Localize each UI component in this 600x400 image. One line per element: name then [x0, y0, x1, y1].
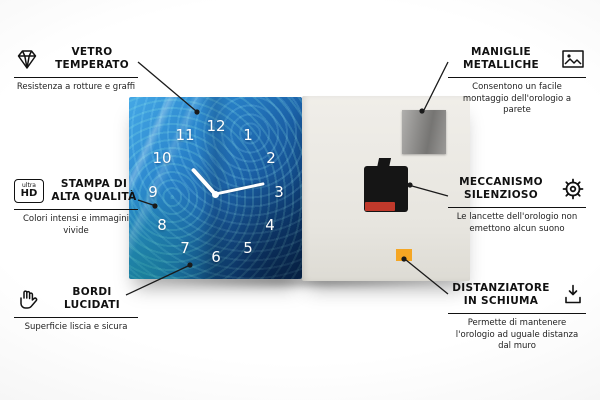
- callout-subtitle: Resistenza a rotture e graffi: [16, 82, 136, 93]
- callout-title: MECCANISMO SILENZIOSO: [459, 176, 543, 202]
- callout-silent-mechanism: MECCANISMO SILENZIOSO Le lancette dell'o…: [448, 176, 586, 235]
- divider: [448, 77, 586, 79]
- minute-hand: [214, 182, 265, 196]
- clock-number: 2: [266, 149, 276, 167]
- metal-hanger-plate: [402, 110, 446, 154]
- callout-title: DISTANZIATORE IN SCHIUMA: [452, 282, 550, 308]
- callout-metal-handles: MANIGLIE METALLICHE Consentono un facile…: [448, 46, 586, 117]
- callout-subtitle: Superficie liscia e sicura: [24, 322, 128, 333]
- foam-spacer-block: [396, 249, 412, 261]
- callout-title: MANIGLIE METALLICHE: [462, 46, 540, 72]
- clock-number: 8: [157, 216, 167, 234]
- ultra-hd-icon: ultra HD: [14, 179, 44, 204]
- divider: [14, 317, 138, 319]
- divider: [448, 313, 586, 315]
- clock-back-panel: [302, 96, 470, 281]
- callout-tempered-glass: VETRO TEMPERATO Resistenza a rotture e g…: [14, 46, 138, 94]
- clock-number: 11: [175, 126, 195, 144]
- clock-front-panel: 12 1 2 3 4 5 6 7 8 9 10 11: [129, 97, 302, 279]
- callout-subtitle: Consentono un facile montaggio dell'orol…: [462, 82, 572, 116]
- callout-hd-print: ultra HD STAMPA DI ALTA QUALITÀ Colori i…: [14, 178, 138, 237]
- clock-center-cap: [211, 190, 219, 198]
- hand-icon: [14, 286, 40, 312]
- clock-number: 6: [211, 248, 221, 266]
- clock-number: 7: [180, 239, 190, 257]
- clock-mechanism: [364, 166, 408, 212]
- callout-polished-edges: BORDI LUCIDATI Superficie liscia e sicur…: [14, 286, 138, 334]
- clock-number: 4: [265, 216, 275, 234]
- callout-title: BORDI LUCIDATI: [64, 286, 120, 312]
- diamond-icon: [14, 46, 40, 72]
- battery: [365, 202, 395, 211]
- ultra-hd-icon-top-label: ultra: [22, 182, 36, 190]
- clock-number: 12: [206, 117, 226, 135]
- callout-title: VETRO TEMPERATO: [55, 46, 129, 72]
- callout-subtitle: Le lancette dell'orologio non emettono a…: [456, 212, 578, 234]
- picture-frame-icon: [560, 47, 586, 71]
- callout-subtitle: Colori intensi e immagini vivide: [22, 214, 129, 236]
- divider: [14, 209, 138, 211]
- clock-number: 5: [243, 239, 253, 257]
- clock-number: 9: [148, 183, 158, 201]
- callout-subtitle: Permette di mantenere l'orologio ad ugua…: [455, 318, 579, 352]
- clock-number: 10: [152, 149, 172, 167]
- divider: [14, 77, 138, 79]
- clock-number: 1: [243, 126, 253, 144]
- gear-icon: [560, 176, 586, 202]
- spacer-arrow-icon: [560, 282, 586, 308]
- callout-foam-spacer: DISTANZIATORE IN SCHIUMA Permette di man…: [448, 282, 586, 353]
- ultra-hd-icon-main-label: HD: [20, 188, 38, 200]
- divider: [448, 207, 586, 209]
- clock-number: 3: [274, 183, 284, 201]
- callout-title: STAMPA DI ALTA QUALITÀ: [51, 178, 137, 204]
